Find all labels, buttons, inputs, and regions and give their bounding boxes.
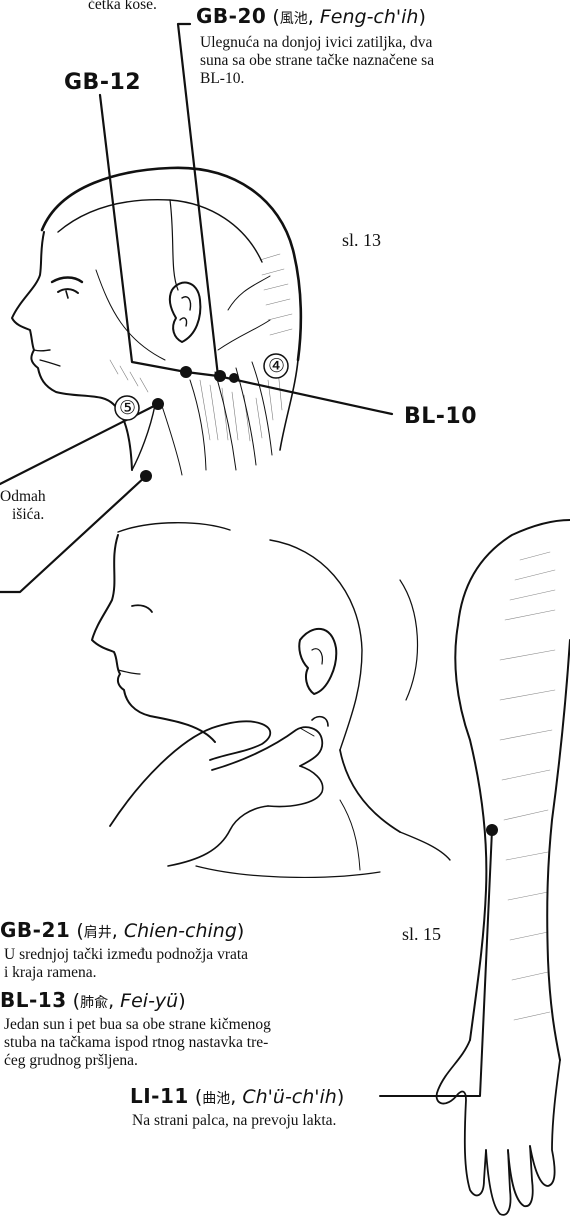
bl13-point <box>140 470 152 482</box>
bl13-chinese: 肺兪 <box>80 995 108 1011</box>
gb20-desc-line-3: BL-10. <box>200 70 244 87</box>
gb20-chinese: 風池 <box>280 11 308 27</box>
gb21-chinese: 肩井 <box>84 925 112 941</box>
gb20-desc-line-1: Ulegnuća na donjoj ivici zatiljka, dva <box>200 34 432 51</box>
gb21-heading: GB-21 (肩井, Chien-ching) <box>0 918 244 942</box>
gb21-desc-line-1: U srednjoj tački između podnožja vrata <box>4 946 248 963</box>
top-text-fragment: četka kose. <box>88 0 157 13</box>
left-fragment-line-2: išića. <box>12 506 44 523</box>
li11-romanized: Ch'ü-ch'ih <box>242 1086 336 1108</box>
gb20-heading: GB-20 (風池, Feng-ch'ih) <box>196 4 426 28</box>
bl13-code: BL-13 <box>0 988 67 1012</box>
figure-15-label: sl. 15 <box>402 926 441 943</box>
li11-chinese: 曲池 <box>202 1091 230 1107</box>
gb20-romanized: Feng-ch'ih <box>320 6 419 28</box>
gb20-code: GB-20 <box>196 4 266 28</box>
left-fragment-line-1: Odmah <box>0 488 46 505</box>
neck-hand-illustration <box>92 523 450 878</box>
li11-desc-line-1: Na strani palca, na prevoju lakta. <box>132 1112 336 1129</box>
gb20-desc-line-2: suna sa obe strane tačke naznačene sa <box>200 52 434 69</box>
gb12-label: GB-12 <box>64 70 141 95</box>
bl13-romanized: Fei-yü <box>120 990 178 1012</box>
arm-illustration <box>437 520 570 1215</box>
li11-heading: LI-11 (曲池, Ch'ü-ch'ih) <box>130 1084 344 1108</box>
bl10-label: BL-10 <box>404 404 477 429</box>
gb21-desc-line-2: i kraja ramena. <box>4 964 97 981</box>
gb20-point <box>214 370 226 382</box>
gb21-code: GB-21 <box>0 918 70 942</box>
li11-leader-line <box>380 830 492 1096</box>
gb21-point <box>152 398 164 410</box>
li11-point <box>486 824 498 836</box>
bl13-desc-line-1: Jedan sun i pet bua sa obe strane kičmen… <box>4 1016 271 1033</box>
bl13-heading: BL-13 (肺兪, Fei-yü) <box>0 988 186 1012</box>
gb21-romanized: Chien-ching <box>124 920 237 942</box>
bl13-desc-line-2: stuba na tačkama ispod rtnog nastavka tr… <box>4 1034 268 1051</box>
head-illustration <box>12 168 301 475</box>
gb12-point <box>180 366 192 378</box>
marker-5: ⑤ <box>119 397 136 420</box>
marker-4: ④ <box>268 355 285 378</box>
figure-13-label: sl. 13 <box>342 232 381 249</box>
bl10-point <box>229 373 239 383</box>
bl13-desc-line-3: ćeg grudnog pršljena. <box>4 1052 138 1069</box>
acupoint-markers <box>140 366 498 836</box>
li11-code: LI-11 <box>130 1084 189 1108</box>
